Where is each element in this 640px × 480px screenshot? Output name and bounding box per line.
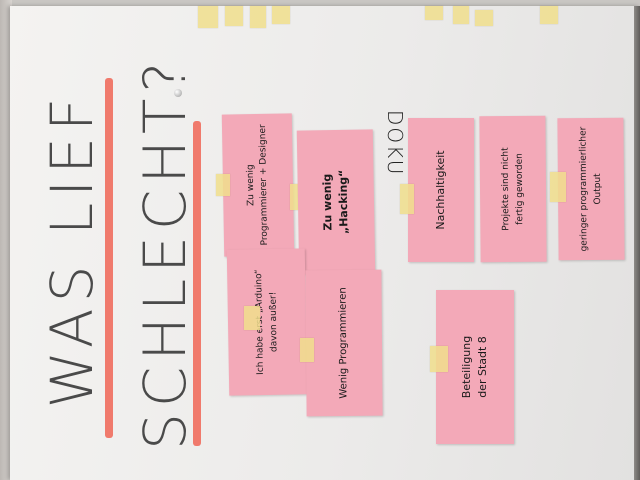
sticky-note: Beteiligung der Stadt 8	[436, 290, 514, 444]
note-text: Projekte sind nicht	[500, 147, 512, 231]
note-text: Beteiligung	[460, 335, 473, 399]
sticky-note: Wenig Programmieren	[305, 269, 383, 417]
note-text: der Stadt 8	[476, 336, 489, 398]
sticky-note: Ich habe erst „Arduino“ davon außer!	[226, 248, 308, 396]
sticky-note: Zu wenig „Hacking“	[296, 129, 376, 275]
tape-strip	[300, 338, 314, 362]
tape-strip	[225, 6, 243, 26]
tape-strip	[453, 6, 469, 24]
column-heading-doku: DOKU	[383, 110, 407, 177]
title-underline	[105, 78, 113, 438]
note-text: davon außer!	[268, 291, 280, 353]
tape-strip	[425, 6, 443, 20]
note-text: geringer programmierlicher	[578, 126, 590, 252]
tape-strip	[430, 346, 448, 372]
magnet	[174, 89, 182, 97]
tape-strip	[540, 6, 558, 24]
tape-strip	[216, 174, 230, 196]
note-text: fertig geworden	[514, 153, 526, 225]
tape-strip	[272, 6, 290, 24]
tape-strip	[550, 172, 566, 202]
whiteboard: WAS LIEF SCHLECHT? DOKU Zu wenig Program…	[10, 6, 640, 480]
tape-strip	[244, 306, 260, 330]
title-underline	[193, 121, 201, 446]
door-frame	[0, 0, 12, 480]
title-line-2: SCHLECHT?	[131, 55, 199, 450]
sticky-note: Nachhaltigkeit	[408, 118, 474, 262]
tape-strip	[198, 6, 218, 28]
whiteboard-rail	[634, 6, 640, 480]
note-text: Nachhaltigkeit	[434, 150, 447, 230]
tape-strip	[475, 10, 493, 26]
sticky-note: Projekte sind nicht fertig geworden	[479, 115, 547, 263]
note-text: Zu wenig	[320, 173, 335, 231]
tape-strip	[400, 184, 414, 214]
sticky-note: Zu wenig Programmierer + Designer	[221, 113, 295, 257]
note-text: Output	[592, 173, 604, 205]
note-text: Programmierer + Designer	[257, 124, 271, 246]
sticky-note: geringer programmierlicher Output	[557, 117, 625, 261]
note-text: „Hacking“	[336, 169, 351, 235]
tape-strip	[250, 6, 266, 28]
title-line-1: WAS LIEF	[38, 91, 106, 409]
note-text: Wenig Programmieren	[337, 287, 350, 399]
